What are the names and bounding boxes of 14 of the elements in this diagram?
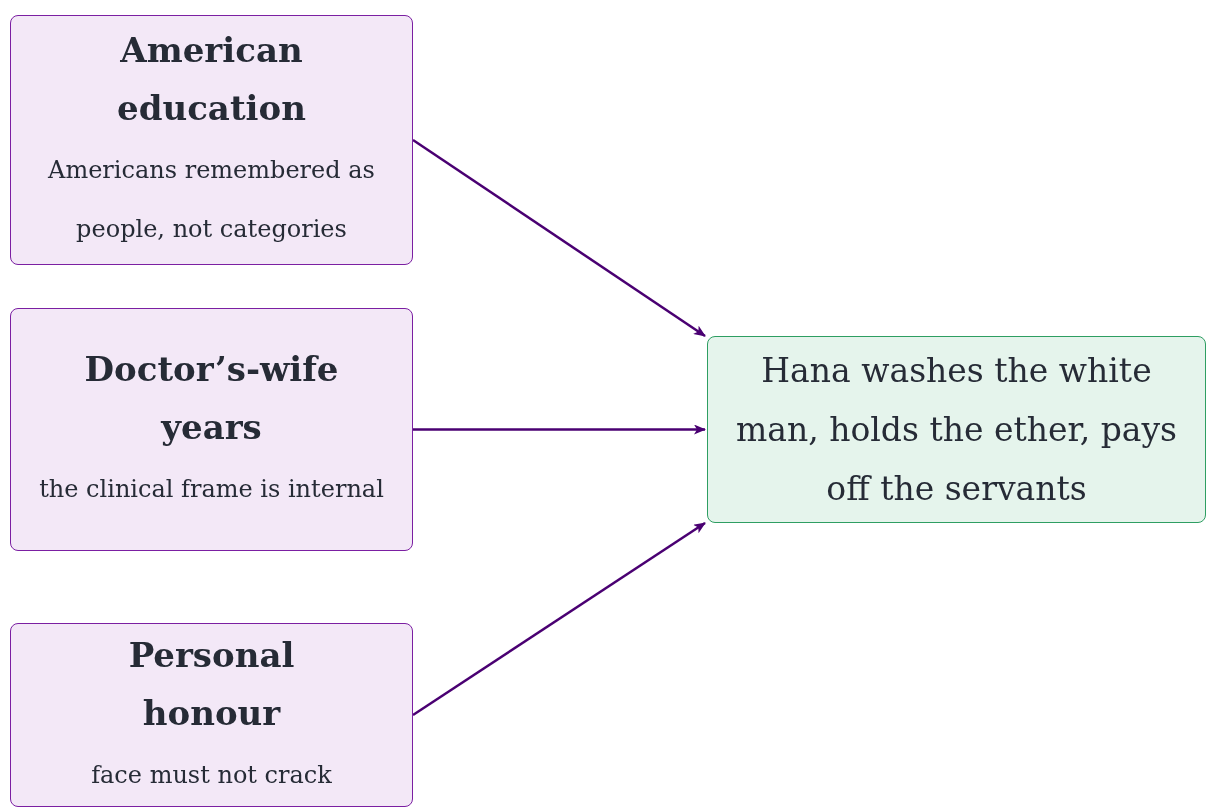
factor-box — [10, 15, 413, 265]
box-description: face must not crack — [91, 759, 332, 791]
arrow — [412, 138, 706, 338]
factor-box — [10, 623, 413, 807]
arrow — [413, 424, 706, 435]
outcome-box — [707, 336, 1206, 523]
outcome-text: Hana washes the white man, holds the ether, pays off the servants — [734, 350, 1178, 510]
factor-box — [10, 308, 413, 551]
box-heading: American education — [116, 29, 307, 130]
box-description: Americans remembered as people, not categories — [47, 155, 376, 245]
box-description: the clinical frame is internal — [39, 474, 384, 505]
box-heading: Doctor’s-wife years — [83, 348, 340, 449]
arrow — [412, 521, 706, 717]
box-heading: Personal honour — [127, 633, 296, 735]
